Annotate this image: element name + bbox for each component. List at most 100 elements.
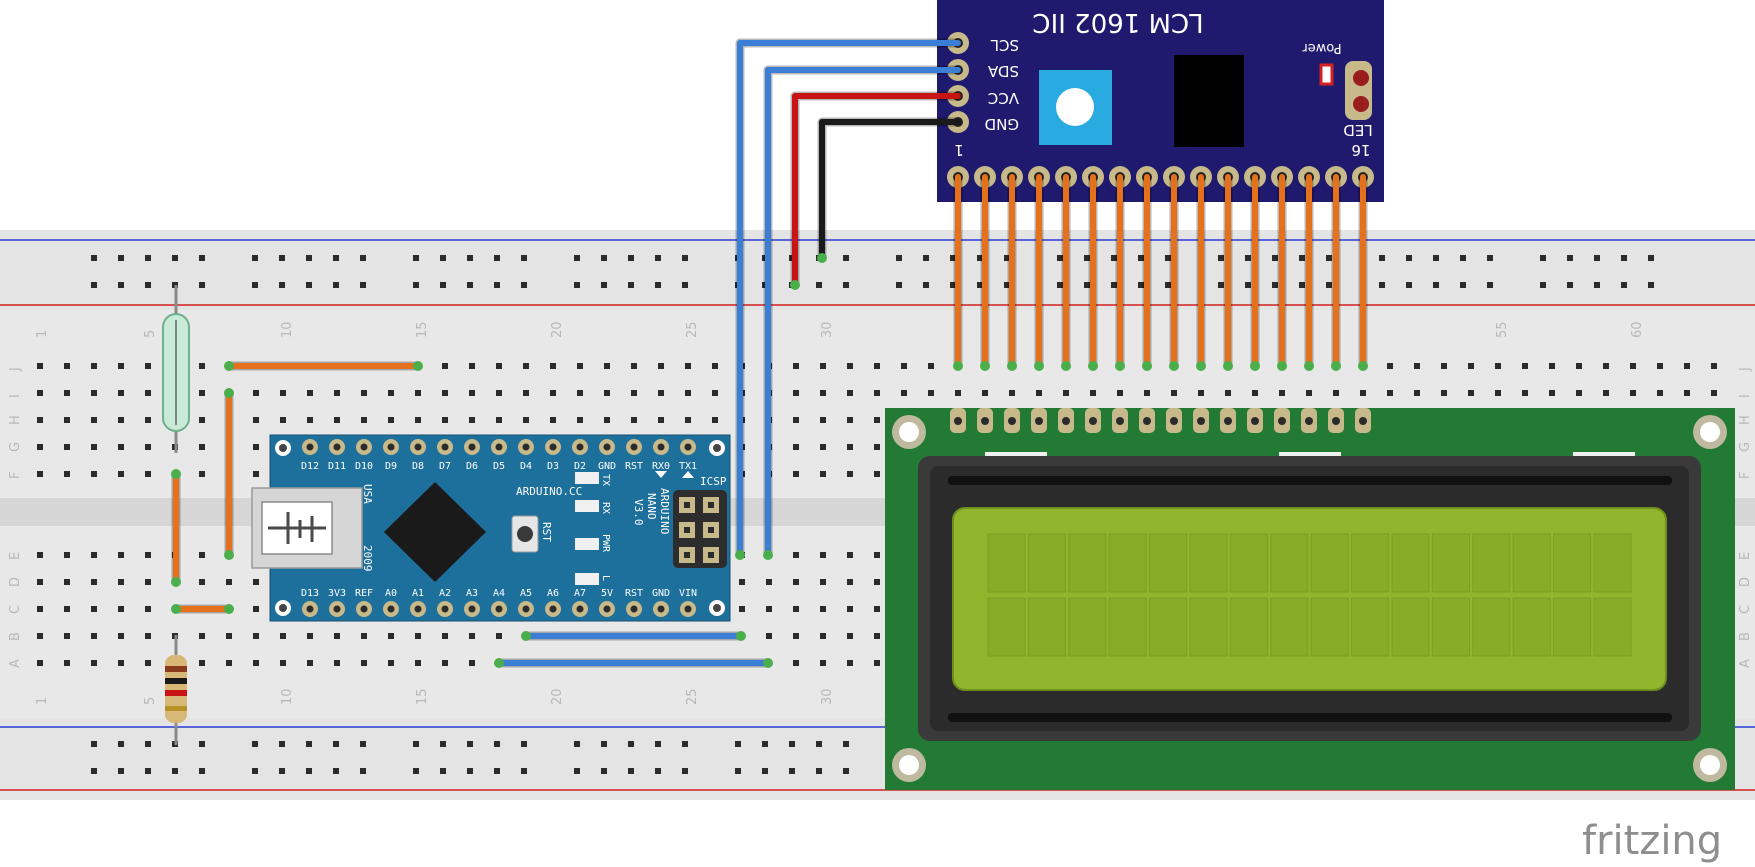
- breadboard-hole[interactable]: [199, 579, 205, 585]
- rail-hole[interactable]: [655, 741, 661, 747]
- rail-hole[interactable]: [333, 741, 339, 747]
- breadboard-hole[interactable]: [37, 660, 43, 666]
- rail-hole[interactable]: [172, 255, 178, 261]
- breadboard-hole[interactable]: [91, 363, 97, 369]
- rail-hole[interactable]: [360, 741, 366, 747]
- breadboard-hole[interactable]: [847, 390, 853, 396]
- breadboard-hole[interactable]: [1414, 390, 1420, 396]
- breadboard-hole[interactable]: [1576, 390, 1582, 396]
- breadboard-hole[interactable]: [1090, 390, 1096, 396]
- rail-hole[interactable]: [682, 741, 688, 747]
- breadboard-hole[interactable]: [685, 363, 691, 369]
- breadboard-hole[interactable]: [874, 579, 880, 585]
- breadboard-hole[interactable]: [1387, 363, 1393, 369]
- rail-hole[interactable]: [1057, 255, 1063, 261]
- breadboard-hole[interactable]: [91, 633, 97, 639]
- arduino-nano[interactable]: TX RX PWR L ARDUINO.CC RST USA 2009 ARDU…: [251, 434, 731, 622]
- rail-hole[interactable]: [1111, 255, 1117, 261]
- breadboard-hole[interactable]: [37, 390, 43, 396]
- breadboard-hole[interactable]: [415, 417, 421, 423]
- icsp-header[interactable]: [673, 490, 727, 568]
- breadboard-hole[interactable]: [874, 660, 880, 666]
- breadboard-hole[interactable]: [334, 417, 340, 423]
- rail-hole[interactable]: [145, 282, 151, 288]
- rail-hole[interactable]: [655, 768, 661, 774]
- breadboard-hole[interactable]: [118, 579, 124, 585]
- breadboard-hole[interactable]: [334, 660, 340, 666]
- breadboard-hole[interactable]: [199, 390, 205, 396]
- breadboard-hole[interactable]: [820, 444, 826, 450]
- breadboard-hole[interactable]: [658, 363, 664, 369]
- breadboard-hole[interactable]: [550, 390, 556, 396]
- breadboard-hole[interactable]: [253, 390, 259, 396]
- rail-hole[interactable]: [950, 255, 956, 261]
- breadboard-hole[interactable]: [523, 390, 529, 396]
- rail-hole[interactable]: [816, 741, 822, 747]
- rail-hole[interactable]: [467, 741, 473, 747]
- rail-hole[interactable]: [118, 741, 124, 747]
- breadboard-hole[interactable]: [37, 633, 43, 639]
- breadboard-hole[interactable]: [793, 606, 799, 612]
- breadboard-hole[interactable]: [253, 579, 259, 585]
- rail-hole[interactable]: [1594, 255, 1600, 261]
- rail-hole[interactable]: [1460, 255, 1466, 261]
- rail-hole[interactable]: [1272, 255, 1278, 261]
- breadboard-hole[interactable]: [739, 606, 745, 612]
- rail-hole[interactable]: [762, 768, 768, 774]
- rail-hole[interactable]: [413, 741, 419, 747]
- breadboard-hole[interactable]: [199, 552, 205, 558]
- rail-hole[interactable]: [574, 768, 580, 774]
- rail-hole[interactable]: [574, 741, 580, 747]
- rail-hole[interactable]: [413, 768, 419, 774]
- breadboard-hole[interactable]: [280, 390, 286, 396]
- breadboard-hole[interactable]: [91, 606, 97, 612]
- breadboard-hole[interactable]: [361, 417, 367, 423]
- lcd-1602[interactable]: [885, 408, 1735, 790]
- breadboard-hole[interactable]: [469, 390, 475, 396]
- breadboard-hole[interactable]: [199, 417, 205, 423]
- breadboard-hole[interactable]: [415, 633, 421, 639]
- rail-hole[interactable]: [494, 741, 500, 747]
- breadboard-hole[interactable]: [361, 633, 367, 639]
- breadboard-hole[interactable]: [145, 444, 151, 450]
- breadboard-hole[interactable]: [1549, 390, 1555, 396]
- breadboard-hole[interactable]: [820, 390, 826, 396]
- rail-hole[interactable]: [1004, 282, 1010, 288]
- rail-hole[interactable]: [1460, 282, 1466, 288]
- breadboard-hole[interactable]: [820, 633, 826, 639]
- rail-hole[interactable]: [1218, 255, 1224, 261]
- breadboard-hole[interactable]: [820, 579, 826, 585]
- rail-hole[interactable]: [762, 741, 768, 747]
- rail-hole[interactable]: [789, 741, 795, 747]
- breadboard-hole[interactable]: [37, 579, 43, 585]
- rail-hole[interactable]: [333, 282, 339, 288]
- rail-hole[interactable]: [574, 282, 580, 288]
- rail-hole[interactable]: [1245, 282, 1251, 288]
- breadboard-hole[interactable]: [631, 390, 637, 396]
- rail-hole[interactable]: [1165, 255, 1171, 261]
- breadboard-hole[interactable]: [658, 390, 664, 396]
- breadboard-hole[interactable]: [1684, 363, 1690, 369]
- rail-hole[interactable]: [977, 282, 983, 288]
- rail-hole[interactable]: [521, 282, 527, 288]
- breadboard-hole[interactable]: [712, 417, 718, 423]
- breadboard-hole[interactable]: [820, 363, 826, 369]
- breadboard-hole[interactable]: [604, 390, 610, 396]
- rail-hole[interactable]: [279, 741, 285, 747]
- rail-hole[interactable]: [440, 282, 446, 288]
- led-jumper[interactable]: [1345, 61, 1372, 120]
- rail-hole[interactable]: [843, 282, 849, 288]
- rail-hole[interactable]: [252, 741, 258, 747]
- breadboard-hole[interactable]: [199, 660, 205, 666]
- rail-hole[interactable]: [145, 741, 151, 747]
- rail-hole[interactable]: [628, 282, 634, 288]
- rail-hole[interactable]: [494, 768, 500, 774]
- breadboard-hole[interactable]: [280, 633, 286, 639]
- breadboard-hole[interactable]: [415, 390, 421, 396]
- breadboard-hole[interactable]: [388, 390, 394, 396]
- breadboard-hole[interactable]: [523, 363, 529, 369]
- breadboard-hole[interactable]: [1387, 390, 1393, 396]
- breadboard-hole[interactable]: [847, 552, 853, 558]
- rail-hole[interactable]: [1487, 282, 1493, 288]
- breadboard-hole[interactable]: [874, 363, 880, 369]
